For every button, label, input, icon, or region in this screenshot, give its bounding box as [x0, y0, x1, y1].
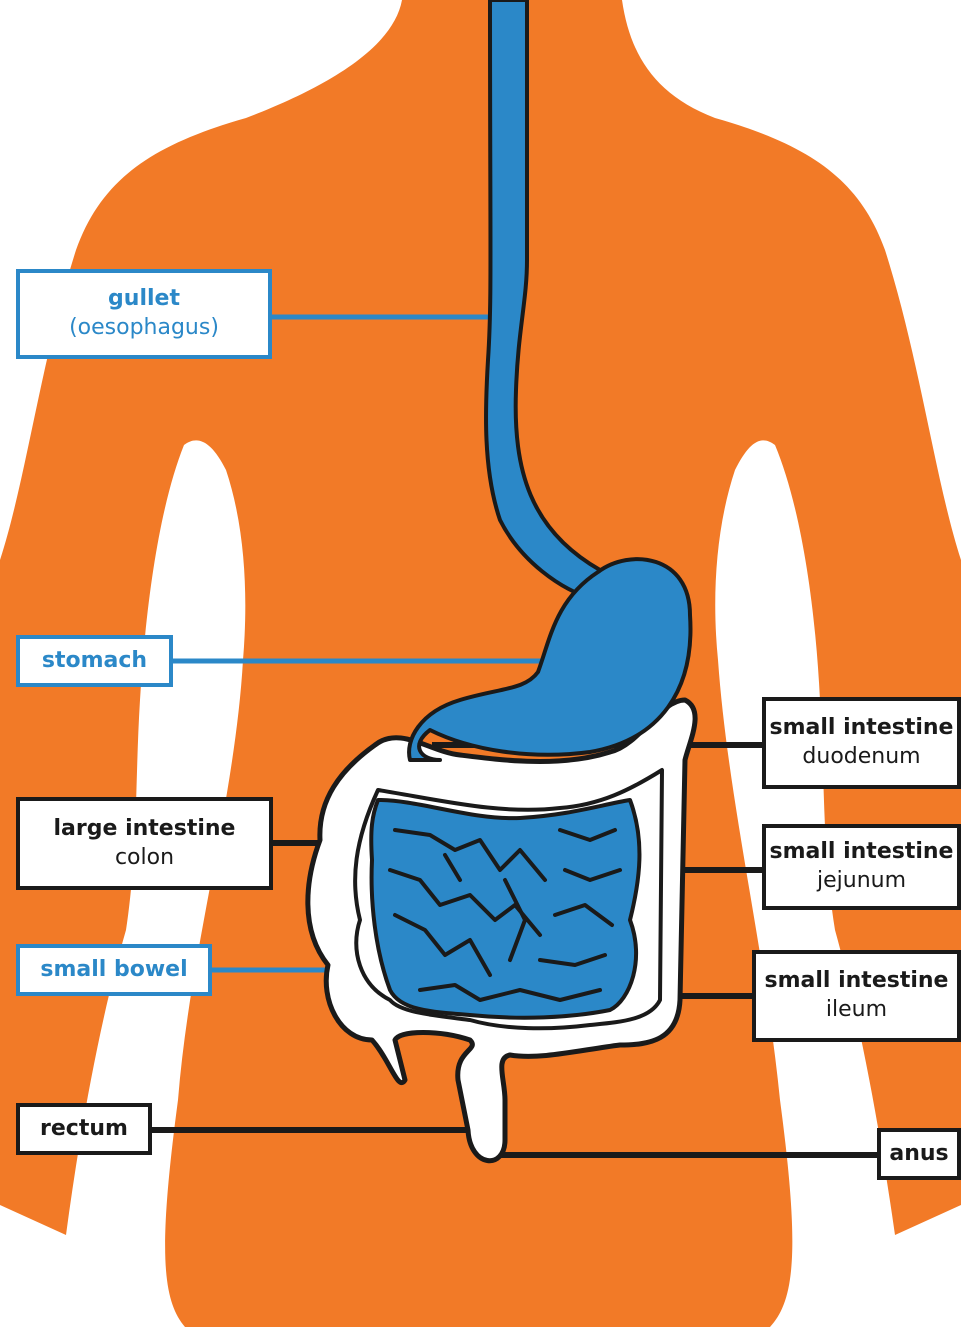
small-bowel-coils — [371, 800, 639, 1018]
rectum-label-title: rectum — [40, 1115, 128, 1144]
small-bowel-label-title: small bowel — [40, 956, 187, 985]
ileum-label-title: small intestine — [765, 967, 949, 996]
ileum-label-subtitle: ileum — [826, 996, 887, 1025]
stomach-label: stomach — [16, 635, 173, 687]
large-intestine-label-subtitle: colon — [115, 844, 174, 873]
jejunum-label: small intestine jejunum — [762, 824, 961, 910]
gullet-label: gullet (oesophagus) — [16, 269, 272, 359]
anus-label-title: anus — [889, 1140, 948, 1169]
large-intestine-label: large intestine colon — [16, 797, 273, 890]
small-bowel-label: small bowel — [16, 944, 212, 996]
gullet-label-subtitle: (oesophagus) — [69, 314, 219, 343]
ileum-label: small intestine ileum — [752, 950, 961, 1042]
duodenum-label-title: small intestine — [770, 714, 954, 743]
large-intestine-label-title: large intestine — [54, 815, 236, 844]
anus-label: anus — [877, 1128, 961, 1180]
gullet-label-title: gullet — [108, 285, 180, 314]
stomach-label-title: stomach — [42, 647, 147, 676]
duodenum-label: small intestine duodenum — [762, 697, 961, 789]
jejunum-label-subtitle: jejunum — [817, 867, 906, 896]
duodenum-label-subtitle: duodenum — [802, 743, 920, 772]
rectum-label: rectum — [16, 1103, 152, 1155]
jejunum-label-title: small intestine — [770, 838, 954, 867]
